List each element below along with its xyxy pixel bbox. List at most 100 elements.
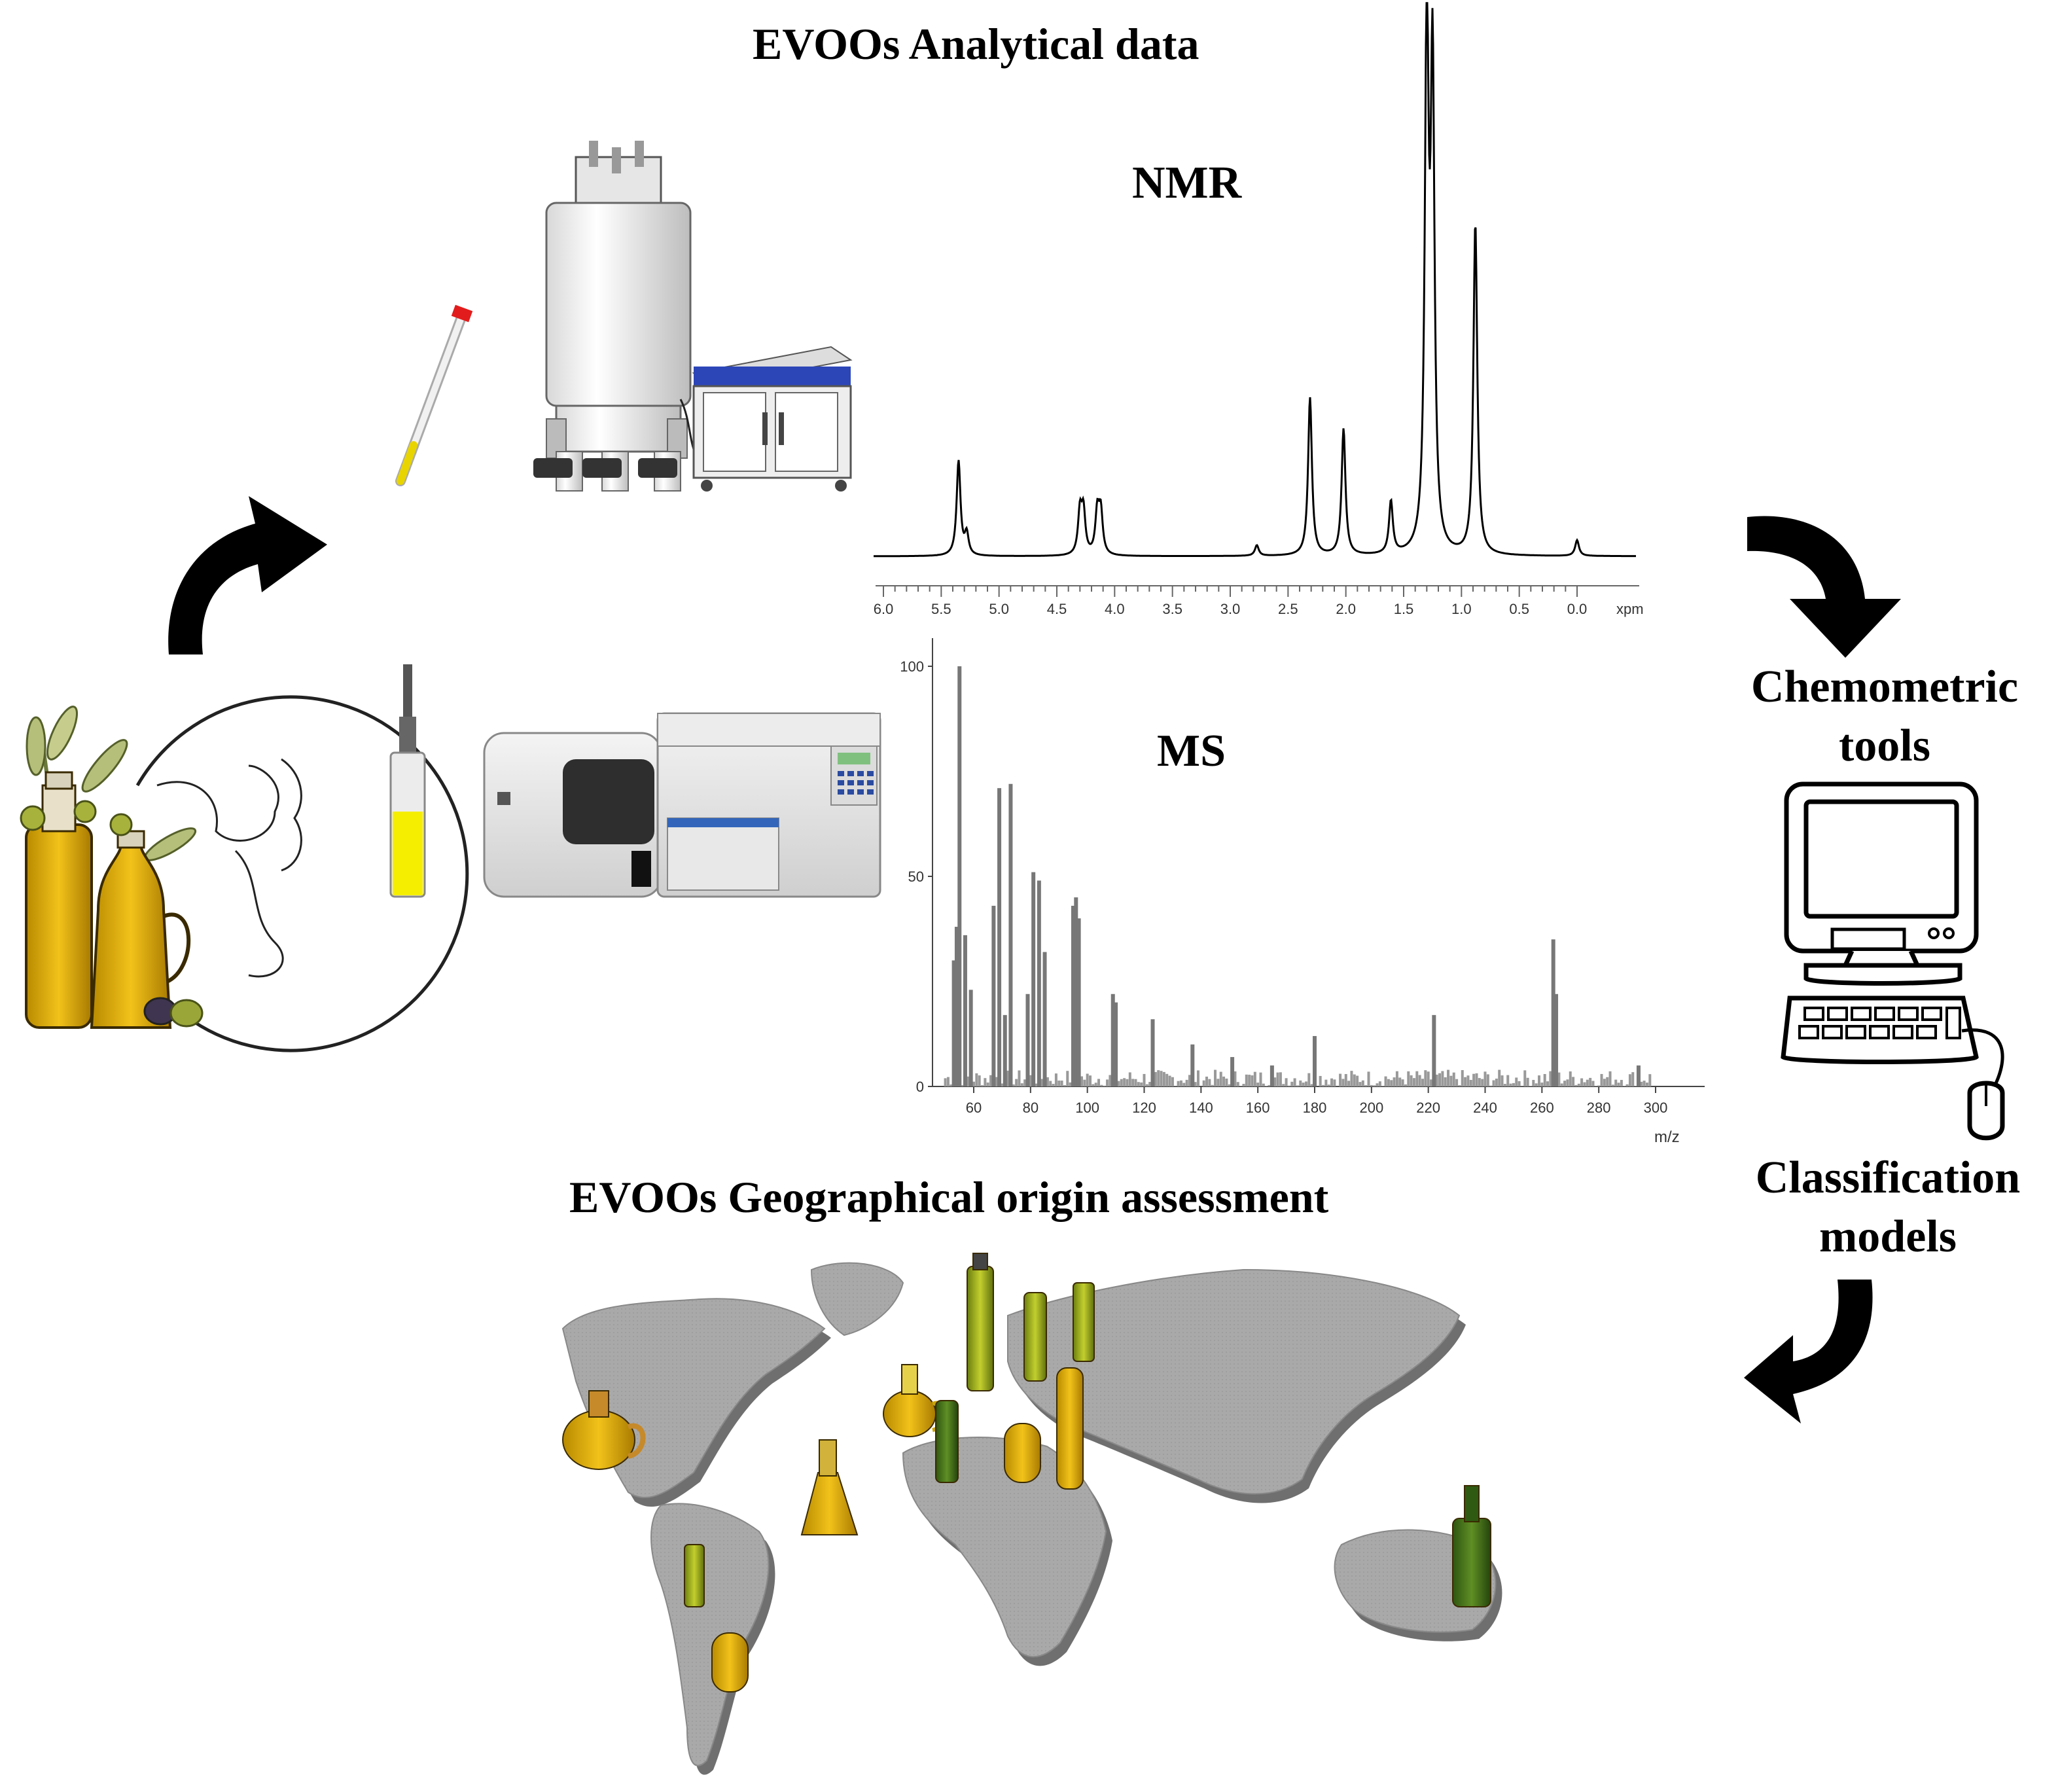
ms-noise-peak xyxy=(1256,1083,1260,1086)
ms-noise-peak xyxy=(1052,1084,1055,1086)
ms-noise-peak xyxy=(1259,1072,1262,1086)
ms-noise-peak xyxy=(1285,1078,1288,1086)
ms-noise-peak xyxy=(1441,1071,1444,1086)
ms-noise-peak xyxy=(1296,1085,1299,1086)
nmr-x-ticks xyxy=(883,586,1578,597)
greenland-shape xyxy=(810,1262,904,1336)
ms-noise-peak xyxy=(1344,1074,1347,1086)
ms-noise-peak xyxy=(1597,1085,1601,1086)
ms-x-tick-label: 160 xyxy=(1246,1100,1270,1116)
ms-noise-peak xyxy=(1137,1082,1140,1086)
ms-noise-peak xyxy=(1276,1072,1279,1086)
ms-noise-peak xyxy=(1600,1073,1603,1086)
ms-noise-peak xyxy=(1177,1081,1180,1086)
ms-noise-peak xyxy=(1066,1071,1069,1086)
ms-noise-peak xyxy=(1472,1073,1476,1086)
ms-noise-peak xyxy=(1427,1071,1430,1086)
ms-noise-peak xyxy=(1447,1069,1450,1086)
ms-noise-peak xyxy=(1182,1083,1186,1086)
ms-noise-peak xyxy=(1387,1079,1390,1086)
ms-noise-peak xyxy=(1503,1084,1506,1086)
ms-noise-peak xyxy=(1361,1080,1364,1086)
ms-peak xyxy=(1071,905,1075,1086)
ms-noise-peak xyxy=(1574,1084,1578,1086)
ms-peak xyxy=(1025,994,1030,1086)
ms-noise-peak xyxy=(1057,1080,1061,1086)
ms-noise-peak xyxy=(1631,1072,1635,1086)
ms-noise-peak xyxy=(1106,1079,1109,1086)
ms-noise-peak xyxy=(1620,1079,1623,1086)
ms-noise-peak xyxy=(1001,1083,1004,1086)
ms-noise-peak xyxy=(1054,1073,1057,1086)
nmr-tick-label: 3.5 xyxy=(1162,601,1182,617)
ms-noise-peak xyxy=(1089,1075,1092,1086)
ms-noise-peak xyxy=(1040,1079,1044,1086)
oil-jug-icon xyxy=(562,1390,646,1470)
ms-noise-peak xyxy=(1495,1079,1498,1086)
ms-noise-peak xyxy=(1145,1084,1148,1086)
analytical-data-title: EVOOs Analytical data xyxy=(753,19,1199,69)
ms-noise-peak xyxy=(1310,1084,1313,1086)
ms-noise-peak xyxy=(946,1077,950,1086)
ms-peak xyxy=(1042,952,1047,1086)
ms-noise-peak xyxy=(1444,1077,1447,1086)
oil-decanter-icon xyxy=(800,1439,859,1535)
ms-noise-peak xyxy=(1452,1072,1455,1086)
ms-x-tick-label: 100 xyxy=(1075,1100,1099,1116)
ms-noise-peak xyxy=(1404,1084,1407,1086)
ms-noise-peak xyxy=(1518,1081,1521,1086)
ms-noise-peak xyxy=(1168,1075,1171,1086)
ms-noise-peak xyxy=(1353,1074,1356,1086)
nmr-tube-icon xyxy=(395,304,473,486)
nmr-tick-label: 2.5 xyxy=(1278,601,1298,617)
ms-noise-peak xyxy=(1339,1073,1342,1086)
ms-noise-peak xyxy=(1304,1081,1307,1086)
nmr-tick-label: 3.0 xyxy=(1220,601,1241,617)
ms-noise-peak xyxy=(944,1078,947,1086)
nmr-x-axis-label: xpm xyxy=(1616,601,1644,617)
ms-noise-peak xyxy=(1216,1079,1220,1086)
ms-noise-peak xyxy=(1645,1083,1648,1086)
ms-noise-peak xyxy=(1015,1079,1018,1086)
ms-noise-peak xyxy=(1486,1074,1489,1086)
ms-noise-peak xyxy=(1341,1079,1345,1086)
nmr-tick-label: 2.0 xyxy=(1336,601,1356,617)
ms-noise-peak xyxy=(1378,1081,1381,1086)
ms-noise-peak xyxy=(1214,1069,1217,1086)
ms-noise-peak xyxy=(1640,1081,1643,1086)
ms-noise-peak xyxy=(1350,1071,1353,1086)
ms-noise-peak xyxy=(1185,1079,1188,1086)
ms-noise-peak xyxy=(1543,1073,1546,1086)
ms-noise-peak xyxy=(1398,1077,1402,1086)
ms-peak xyxy=(1230,1057,1235,1086)
ms-noise-peak xyxy=(1356,1075,1359,1086)
ms-noise-peak xyxy=(1563,1081,1567,1086)
computer-icon xyxy=(1781,781,2005,1141)
ms-peak xyxy=(1554,994,1559,1086)
oil-bottle-icon xyxy=(1004,1423,1041,1483)
ms-noise-peak xyxy=(1560,1083,1563,1086)
ms-noise-peak xyxy=(1123,1078,1126,1086)
ms-noise-peak xyxy=(1449,1075,1453,1086)
ms-noise-peak xyxy=(1455,1079,1459,1086)
ms-peak xyxy=(1074,897,1078,1086)
ms-noise-peak xyxy=(1205,1076,1209,1086)
ms-noise-peak xyxy=(1506,1075,1510,1086)
ms-noise-peak xyxy=(1526,1077,1529,1086)
ms-noise-peak xyxy=(1154,1071,1157,1086)
ms-peak xyxy=(954,927,959,1086)
ms-peak xyxy=(957,666,962,1086)
ms-noise-peak xyxy=(1322,1084,1325,1086)
ms-noise-peak xyxy=(1196,1070,1199,1086)
ms-noise-peak xyxy=(1165,1073,1169,1086)
curved-arrow-left-icon xyxy=(168,496,327,654)
ms-noise-peak xyxy=(1117,1081,1120,1086)
ms-noise-peak xyxy=(1333,1079,1336,1086)
nmr-label: NMR xyxy=(1132,158,1242,208)
ms-noise-peak xyxy=(1063,1084,1066,1086)
ms-noise-peak xyxy=(1228,1084,1231,1086)
ms-x-tick-label: 260 xyxy=(1530,1100,1554,1116)
ms-peak xyxy=(1313,1035,1317,1086)
